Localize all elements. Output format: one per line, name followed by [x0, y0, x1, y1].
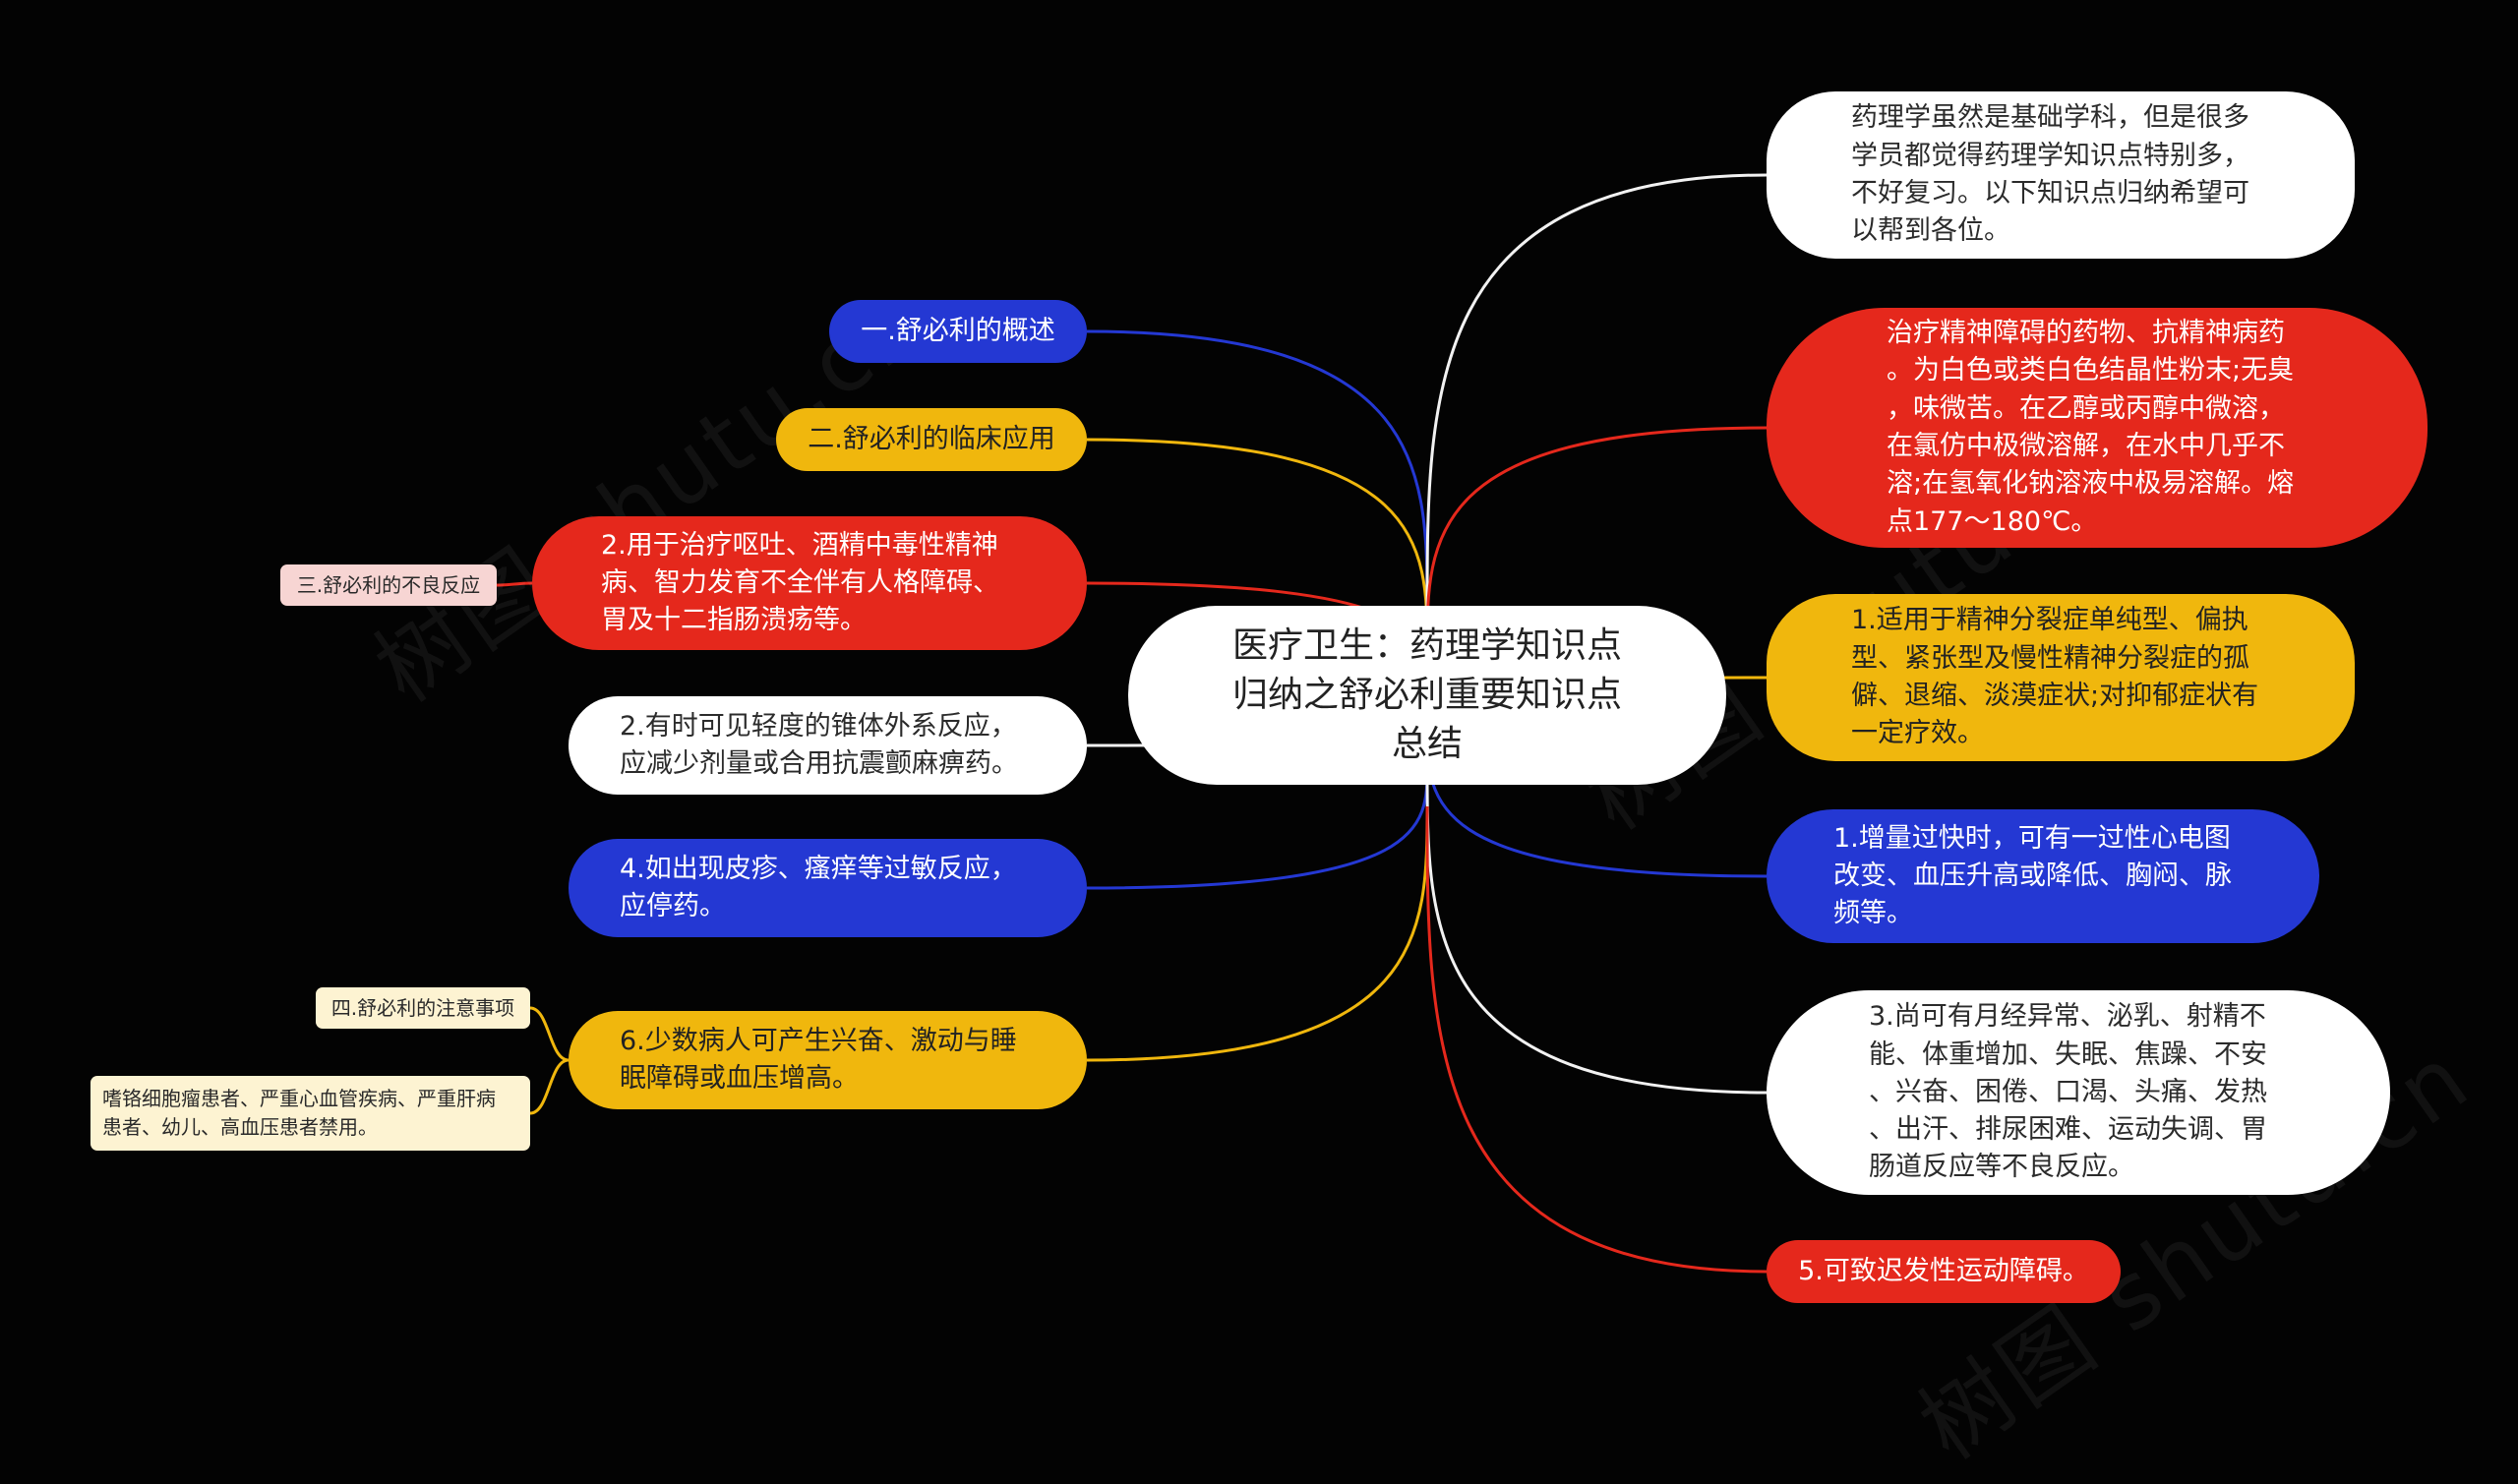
connector-right-4	[1425, 766, 1768, 1095]
branch-left-allergy-text: 4.如出现皮疹、瘙痒等过敏反应， 应停药。	[620, 853, 1017, 921]
branch-right-schizophrenia[interactable]: 1.适用于精神分裂症单纯型、偏执 型、紧张型及慢性精神分裂症的孤 僻、退缩、淡漠…	[1767, 594, 2355, 761]
branch-right-ecg-text: 1.增量过快时，可有一过性心电图 改变、血压升高或降低、胸闷、脉 频等。	[1833, 822, 2232, 929]
branch-left-extrapyramidal-text: 2.有时可见轻度的锥体外系反应， 应减少剂量或合用抗震颤麻痹药。	[620, 710, 1018, 779]
branch-right-other-reactions[interactable]: 3.尚可有月经异常、泌乳、射精不 能、体重增加、失眠、焦躁、不安 、兴奋、困倦、…	[1767, 990, 2390, 1195]
connector-right-5	[1425, 805, 1768, 1274]
branch-left-excitement-text: 6.少数病人可产生兴奋、激动与睡 眠障碍或血压增高。	[620, 1025, 1017, 1094]
root-topic[interactable]: 医疗卫生：药理学知识点 归纳之舒必利重要知识点 总结	[1128, 606, 1726, 785]
connector-right-1	[1425, 426, 1768, 650]
branch-right-schizophrenia-text: 1.适用于精神分裂症单纯型、偏执 型、紧张型及慢性精神分裂症的孤 僻、退缩、淡漠…	[1851, 605, 2259, 749]
leaf-contraindications[interactable]: 嗜铬细胞瘤患者、严重心血管疾病、严重肝病 患者、幼儿、高血压患者禁用。	[90, 1076, 530, 1151]
branch-right-ecg[interactable]: 1.增量过快时，可有一过性心电图 改变、血压升高或降低、胸闷、脉 频等。	[1767, 809, 2319, 943]
branch-right-properties-text: 治疗精神障碍的药物、抗精神病药 。为白色或类白色结晶性粉末;无臭 ，味微苦。在乙…	[1887, 318, 2295, 537]
branch-left-allergy[interactable]: 4.如出现皮疹、瘙痒等过敏反应， 应停药。	[569, 839, 1087, 937]
leaf-adverse-reactions-text: 三.舒必利的不良反应	[296, 572, 481, 597]
leaf-adverse-reactions[interactable]: 三.舒必利的不良反应	[280, 564, 497, 606]
branch-left-indications-text: 2.用于治疗呕吐、酒精中毒性精神 病、智力发育不全伴有人格障碍、 胃及十二指肠溃…	[601, 529, 999, 636]
branch-left-clinical-text: 二.舒必利的临床应用	[808, 423, 1055, 454]
branch-right-intro-text: 药理学虽然是基础学科，但是很多 学员都觉得药理学知识点特别多， 不好复习。以下知…	[1851, 102, 2249, 247]
connector-right-0	[1425, 173, 1768, 611]
branch-right-intro[interactable]: 药理学虽然是基础学科，但是很多 学员都觉得药理学知识点特别多， 不好复习。以下知…	[1767, 91, 2355, 259]
mindmap-canvas: 树图 shutu.cn 树图 shutu.cn 树图 shutu.cn 医疗卫生…	[90, 91, 2488, 1480]
connector-left-4	[1086, 766, 1429, 890]
root-topic-text: 医疗卫生：药理学知识点 归纳之舒必利重要知识点 总结	[1231, 625, 1622, 764]
connector-leaf-contraindications	[529, 1058, 570, 1115]
branch-left-overview[interactable]: 一.舒必利的概述	[829, 300, 1087, 363]
branch-right-dyskinesia[interactable]: 5.可致迟发性运动障碍。	[1767, 1240, 2121, 1303]
leaf-contraindications-text: 嗜铬细胞瘤患者、严重心血管疾病、严重肝病 患者、幼儿、高血压患者禁用。	[102, 1087, 496, 1139]
branch-right-properties[interactable]: 治疗精神障碍的药物、抗精神病药 。为白色或类白色结晶性粉末;无臭 ，味微苦。在乙…	[1767, 308, 2428, 548]
branch-left-overview-text: 一.舒必利的概述	[861, 315, 1055, 346]
connector-leaf-adverse	[496, 581, 533, 587]
branch-left-clinical[interactable]: 二.舒必利的临床应用	[776, 408, 1087, 471]
branch-left-extrapyramidal[interactable]: 2.有时可见轻度的锥体外系反应， 应减少剂量或合用抗震颤麻痹药。	[569, 696, 1087, 795]
branch-left-excitement[interactable]: 6.少数病人可产生兴奋、激动与睡 眠障碍或血压增高。	[569, 1011, 1087, 1109]
connector-lines	[496, 173, 1768, 1274]
branch-right-other-reactions-text: 3.尚可有月经异常、泌乳、射精不 能、体重增加、失眠、焦躁、不安 、兴奋、困倦、…	[1869, 1001, 2267, 1183]
connector-leaf-precautions	[529, 1006, 570, 1062]
connector-left-5	[1086, 805, 1429, 1062]
branch-left-indications[interactable]: 2.用于治疗呕吐、酒精中毒性精神 病、智力发育不全伴有人格障碍、 胃及十二指肠溃…	[532, 516, 1087, 650]
leaf-precautions[interactable]: 四.舒必利的注意事项	[316, 987, 530, 1029]
connector-left-0	[1086, 329, 1429, 611]
leaf-precautions-text: 四.舒必利的注意事项	[330, 995, 515, 1020]
branch-right-dyskinesia-text: 5.可致迟发性运动障碍。	[1798, 1255, 2089, 1286]
